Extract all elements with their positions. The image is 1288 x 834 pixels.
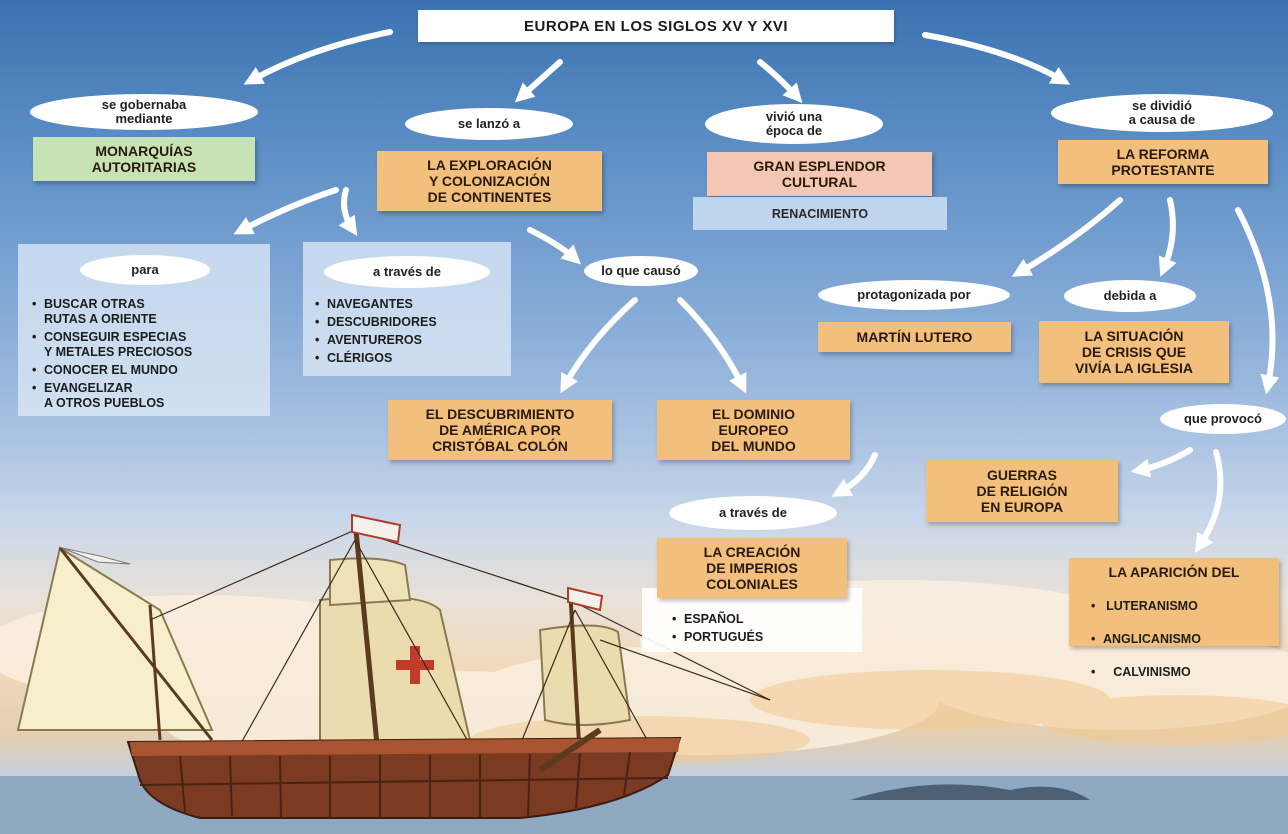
list-item: AVENTUREROS — [313, 333, 507, 348]
cross-emblem — [396, 646, 434, 684]
arrow-title-to-dividio — [922, 32, 1071, 85]
list-item: ANGLICANISMO — [1089, 632, 1201, 647]
list-aparicion: LUTERANISMO ANGLICANISMO CALVINISMO — [1079, 584, 1201, 698]
list-item: EVANGELIZAR A OTROS PUEBLOS — [30, 381, 266, 411]
map-title: EUROPA EN LOS SIGLOS XV Y XVI — [418, 10, 894, 42]
arrow-reforma-to-protagonizada — [1011, 197, 1123, 277]
arrow-title-to-vivio — [757, 59, 803, 104]
arrow-dominio-to-atraves — [831, 452, 878, 497]
connector-a-traves-de-2: a través de — [669, 496, 837, 530]
arrow-causo-to-descubrimiento — [560, 297, 638, 394]
hull — [126, 736, 682, 819]
node-renacimiento: RENACIMIENTO — [693, 197, 947, 230]
list-item: ESPAÑOL — [670, 612, 850, 627]
arrow-exploracion-to-para — [233, 187, 339, 235]
list-item: CONOCER EL MUNDO — [30, 363, 266, 378]
connector-dividio: se dividió a causa de — [1051, 94, 1273, 132]
node-descubrimiento: EL DESCUBRIMIENTO DE AMÉRICA POR CRISTÓB… — [388, 400, 612, 460]
flag-fore — [567, 586, 604, 612]
list-item: NAVEGANTES — [313, 297, 507, 312]
node-aparicion-title: LA APARICIÓN DEL — [1108, 564, 1240, 580]
node-dominio: EL DOMINIO EUROPEO DEL MUNDO — [657, 400, 850, 460]
connector-provoco: que provocó — [1160, 404, 1286, 434]
list-item: CALVINISMO — [1089, 665, 1201, 680]
connector-protagonizada: protagonizada por — [818, 280, 1010, 310]
node-monarquias: MONARQUÍAS AUTORITARIAS — [33, 137, 255, 181]
arrow-exploracion-to-causo — [527, 227, 582, 265]
lateen-sail-left — [16, 546, 214, 731]
arrow-title-to-lanzo — [514, 59, 563, 103]
node-exploracion: LA EXPLORACIÓN Y COLONIZACIÓN DE CONTINE… — [377, 151, 602, 211]
connector-causo: lo que causó — [584, 256, 698, 286]
connector-a-traves-de-1: a través de — [324, 256, 490, 288]
list-item: LUTERANISMO — [1089, 599, 1201, 614]
island — [850, 784, 1090, 800]
list-item: PORTUGUÉS — [670, 630, 850, 645]
list-para: BUSCAR OTRAS RUTAS A ORIENTE CONSEGUIR E… — [30, 297, 266, 414]
ship — [16, 513, 771, 819]
node-aparicion: LA APARICIÓN DEL LUTERANISMO ANGLICANISM… — [1069, 558, 1279, 680]
arrow-causo-to-dominio — [677, 297, 747, 394]
list-item: BUSCAR OTRAS RUTAS A ORIENTE — [30, 297, 266, 327]
fore-sail — [538, 624, 632, 726]
arrow-reforma-to-debida — [1158, 197, 1177, 277]
connector-debida: debida a — [1064, 280, 1196, 312]
node-lutero: MARTÍN LUTERO — [818, 322, 1011, 352]
arrow-exploracion-to-atraves — [338, 187, 358, 236]
list-imperios: ESPAÑOL PORTUGUÉS — [670, 612, 850, 648]
flag-main — [351, 513, 402, 544]
connector-lanzo: se lanzó a — [405, 108, 573, 140]
node-guerras: GUERRAS DE RELIGIÓN EN EUROPA — [926, 460, 1118, 522]
list-item: CLÉRIGOS — [313, 351, 507, 366]
list-item: CONSEGUIR ESPECIAS Y METALES PRECIOSOS — [30, 330, 266, 360]
flag-stern — [61, 547, 131, 565]
arrow-reforma-to-provoco — [1235, 207, 1280, 395]
node-crisis: LA SITUACIÓN DE CRISIS QUE VIVÍA LA IGLE… — [1039, 321, 1229, 383]
node-reforma: LA REFORMA PROTESTANTE — [1058, 140, 1268, 184]
list-item: DESCUBRIDORES — [313, 315, 507, 330]
arrow-title-to-gobernaba — [243, 29, 393, 85]
arrow-provoco-to-aparicion — [1194, 449, 1224, 553]
arrow-provoco-to-guerras — [1130, 447, 1193, 478]
connector-vivio: vivió una época de — [705, 104, 883, 144]
connector-para: para — [80, 255, 210, 285]
list-a-traves-de: NAVEGANTES DESCUBRIDORES AVENTUREROS CLÉ… — [313, 297, 507, 369]
node-imperios: LA CREACIÓN DE IMPERIOS COLONIALES — [657, 538, 847, 598]
node-esplendor: GRAN ESPLENDOR CULTURAL — [707, 152, 932, 196]
connector-gobernaba: se gobernaba mediante — [30, 94, 258, 130]
